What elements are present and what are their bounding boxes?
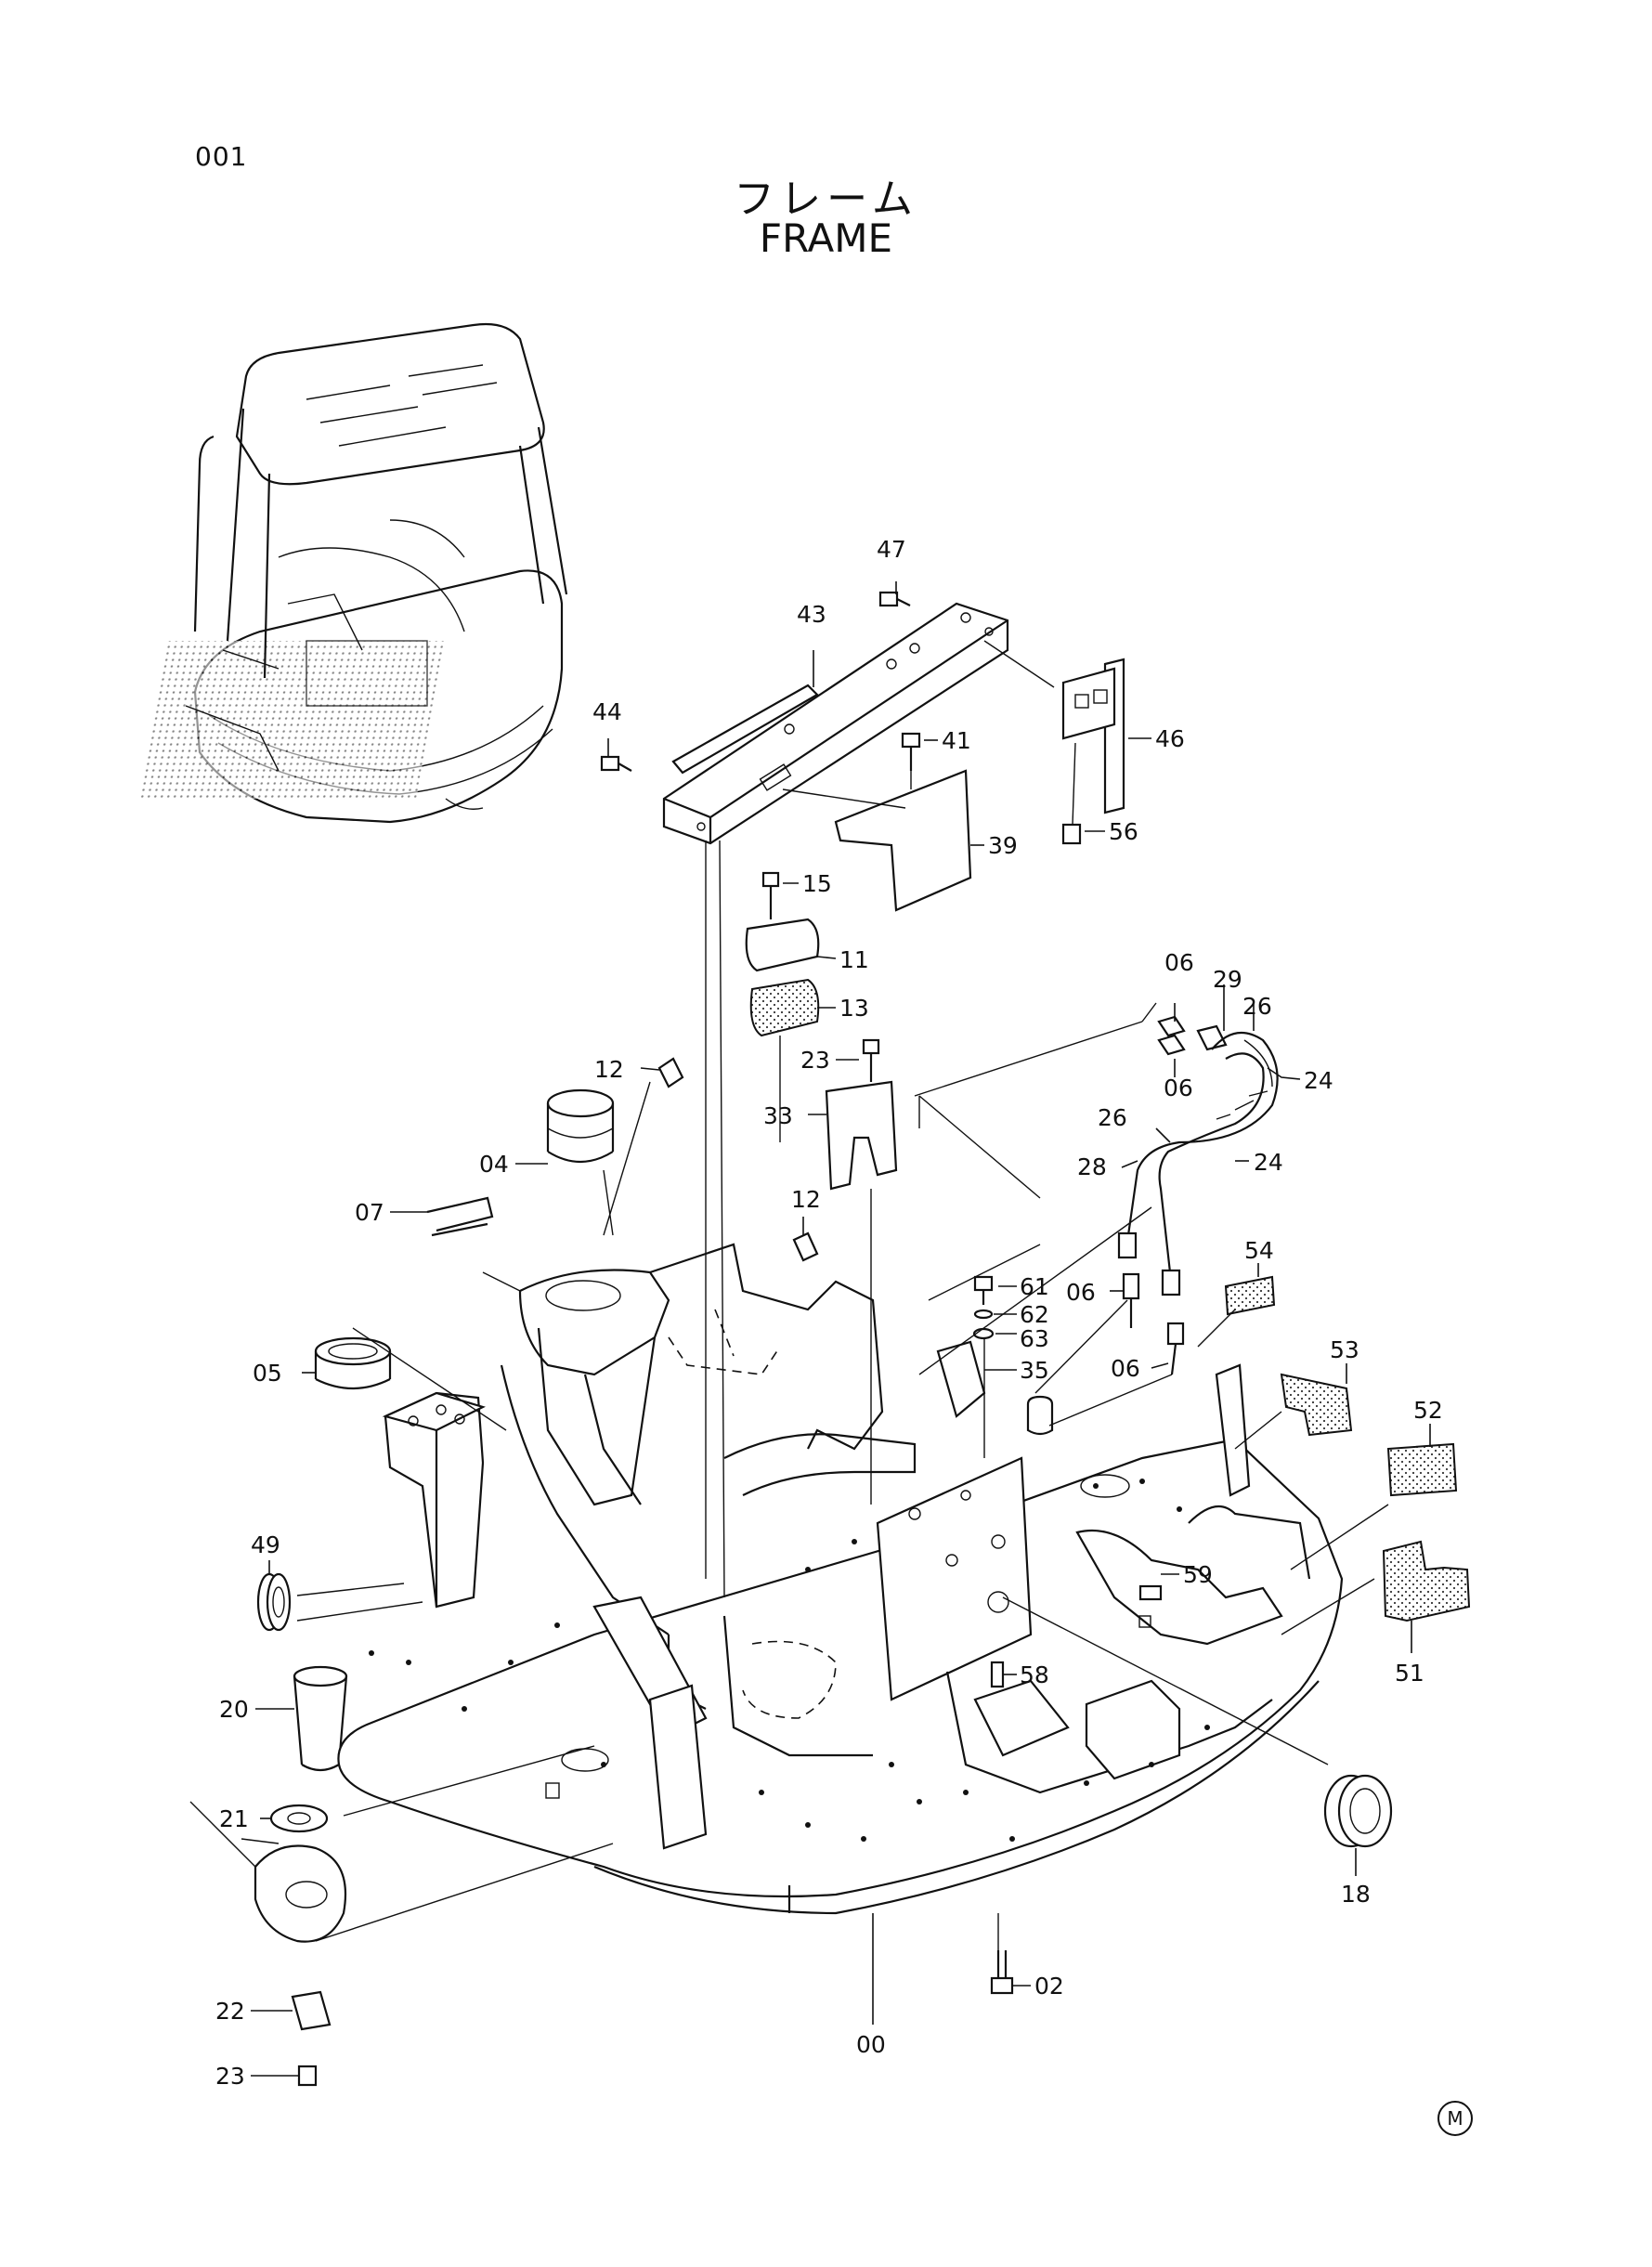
callout-18: 18: [1341, 1881, 1371, 1908]
lock-plate-22: [291, 1990, 332, 2031]
callout-46: 46: [1155, 725, 1185, 752]
shim-53: [1280, 1373, 1353, 1437]
callout-26-upper: 26: [1242, 993, 1272, 1020]
part-58: [990, 1661, 1005, 1688]
main-frame-00: [337, 1243, 1344, 1915]
callout-05: 05: [253, 1360, 282, 1387]
callout-24-upper: 24: [1304, 1067, 1333, 1094]
callout-labels: 47 43 44 41 46 56 39 15 11 13 06 29 26 0…: [215, 536, 1443, 2090]
callout-02: 02: [1034, 1973, 1064, 2000]
callout-12-lower: 12: [791, 1186, 821, 1213]
callout-53: 53: [1330, 1336, 1359, 1363]
bushing-05: [314, 1336, 392, 1390]
callout-24-lower: 24: [1254, 1149, 1283, 1176]
fitting-12-lower: [792, 1231, 819, 1262]
callout-26-lower: 26: [1098, 1104, 1127, 1131]
washer-21: [269, 1804, 329, 1833]
shim-54: [1224, 1275, 1276, 1316]
callout-51: 51: [1395, 1660, 1424, 1687]
callout-52: 52: [1413, 1397, 1443, 1424]
bolt-47: [878, 591, 911, 607]
callout-56: 56: [1109, 818, 1138, 845]
callout-63: 63: [1020, 1325, 1049, 1352]
seal-18: [1323, 1774, 1393, 1848]
bracket-33: [825, 1038, 898, 1191]
callout-04: 04: [479, 1151, 509, 1178]
bolt-44: [600, 755, 632, 772]
spacer: [1026, 1395, 1054, 1436]
callout-39: 39: [988, 832, 1018, 859]
hose-assembly: [1117, 1015, 1279, 1296]
callout-21: 21: [219, 1805, 249, 1832]
leader-lines: [251, 581, 1431, 2077]
part-59: [1138, 1584, 1163, 1601]
cover-39: [834, 769, 972, 912]
callout-58: 58: [1020, 1661, 1049, 1688]
callout-20: 20: [219, 1696, 249, 1723]
callout-54: 54: [1244, 1237, 1274, 1264]
callout-00: 00: [856, 2031, 886, 2058]
fitting-06-low: [1166, 1322, 1185, 1375]
callout-06-second: 06: [1164, 1075, 1193, 1101]
callout-49: 49: [251, 1531, 280, 1558]
swing-boss: [189, 1801, 347, 1943]
callout-22: 22: [215, 1998, 245, 2025]
shim-51: [1382, 1540, 1471, 1622]
seal-49: [256, 1572, 292, 1632]
shim-52: [1386, 1442, 1458, 1497]
callout-44: 44: [592, 698, 622, 725]
page-title-japanese: フレーム: [734, 176, 918, 223]
callout-06-mid: 06: [1066, 1279, 1096, 1306]
fitting-12-upper: [657, 1057, 684, 1088]
callout-06-low: 06: [1111, 1355, 1140, 1382]
callout-62: 62: [1020, 1301, 1049, 1328]
callout-23-upper: 23: [800, 1047, 830, 1074]
fitting-06-mid: [1122, 1272, 1140, 1328]
page-number: 001: [195, 141, 248, 172]
callout-47: 47: [877, 536, 906, 563]
corner-mark: M: [1437, 2101, 1473, 2136]
page-title: FRAME: [759, 215, 893, 261]
callout-59: 59: [1183, 1561, 1213, 1588]
callout-11: 11: [839, 946, 869, 973]
plate-46: [1061, 658, 1125, 814]
callout-33: 33: [763, 1102, 793, 1129]
bolt-41: [901, 732, 921, 771]
bracket-35: [936, 1340, 986, 1418]
clip-56: [1061, 823, 1082, 845]
callout-29: 29: [1213, 966, 1242, 993]
callout-23-lower: 23: [215, 2063, 245, 2090]
callout-61: 61: [1020, 1273, 1049, 1300]
callout-07: 07: [355, 1199, 384, 1226]
bushing-04: [546, 1088, 615, 1163]
callout-43: 43: [797, 601, 826, 628]
callout-12-upper: 12: [594, 1056, 624, 1083]
callout-41: 41: [942, 727, 971, 754]
callout-06-top: 06: [1164, 949, 1194, 976]
pin-07: [426, 1196, 494, 1237]
upper-bracket-43: [662, 602, 1009, 845]
callout-15: 15: [802, 870, 832, 897]
bolt-02: [990, 1950, 1014, 1995]
callout-28: 28: [1077, 1153, 1107, 1180]
gasket-13: [749, 978, 820, 1037]
bolt-23-lower: [297, 2065, 318, 2087]
callout-13: 13: [839, 995, 869, 1022]
excavator-illustration: [137, 322, 568, 824]
callout-35: 35: [1020, 1357, 1049, 1384]
